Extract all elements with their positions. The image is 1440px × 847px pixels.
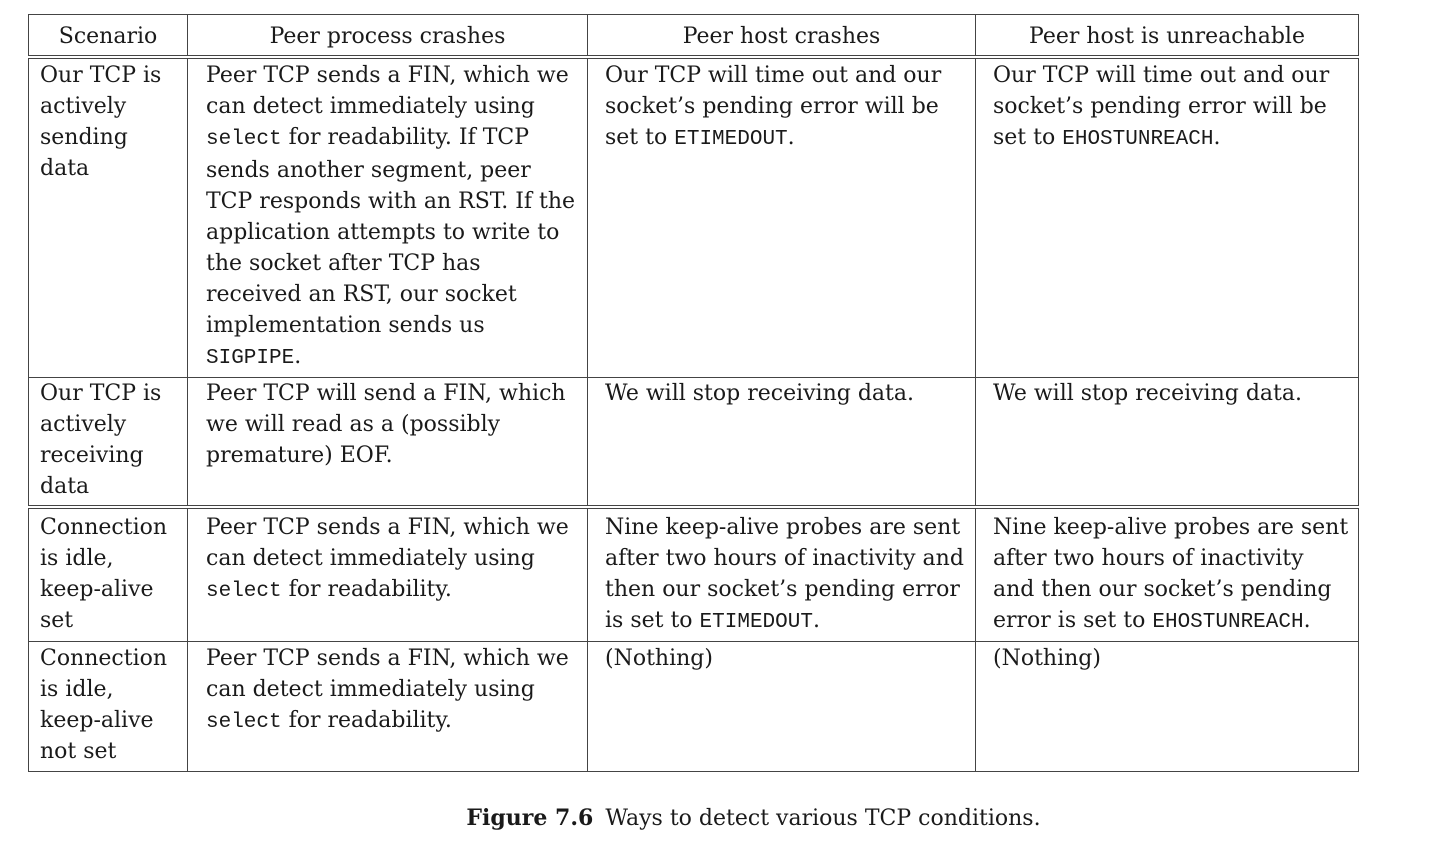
code-identifier: ETIMEDOUT <box>674 128 788 151</box>
code-identifier: SIGPIPE <box>206 347 295 370</box>
table-row: Our TCP is actively sending data Peer TC… <box>28 57 1359 378</box>
header-row: Scenario Peer process crashes Peer host … <box>28 14 1359 59</box>
peer-host-unreachable-cell: (Nothing) <box>975 641 1359 772</box>
peer-host-unreachable-cell: Our TCP will time out and our socket’s p… <box>975 57 1359 378</box>
code-identifier: select <box>206 128 282 151</box>
peer-process-crashes-cell: Peer TCP sends a FIN, which we can detec… <box>187 57 588 378</box>
scenario-cell: Connection is idle, keep-alive set <box>28 507 188 642</box>
table-row: Our TCP is actively receiving data Peer … <box>28 377 1359 509</box>
column-header-peer-host-unreachable: Peer host is unreachable <box>975 14 1359 59</box>
table-row: Connection is idle, keep-alive not set P… <box>28 641 1359 772</box>
tcp-conditions-table: Scenario Peer process crashes Peer host … <box>28 14 1359 772</box>
scenario-cell: Our TCP is actively receiving data <box>28 377 188 509</box>
peer-host-unreachable-cell: We will stop receiving data. <box>975 377 1359 509</box>
figure-label: Figure 7.6 <box>466 805 594 831</box>
column-header-scenario: Scenario <box>28 14 188 59</box>
peer-host-crashes-cell: Our TCP will time out and our socket’s p… <box>587 57 976 378</box>
peer-process-crashes-cell: Peer TCP sends a FIN, which we can detec… <box>187 507 588 642</box>
scenario-cell: Connection is idle, keep-alive not set <box>28 641 188 772</box>
code-identifier: select <box>206 580 282 603</box>
code-identifier: EHOSTUNREACH <box>1152 611 1304 634</box>
peer-process-crashes-cell: Peer TCP sends a FIN, which we can detec… <box>187 641 588 772</box>
column-header-peer-process-crashes: Peer process crashes <box>187 14 588 59</box>
code-identifier: select <box>206 711 282 734</box>
peer-host-crashes-cell: We will stop receiving data. <box>587 377 976 509</box>
figure-caption-text: Ways to detect various TCP conditions. <box>605 806 1041 831</box>
peer-host-unreachable-cell: Nine keep-alive probes are sent after tw… <box>975 507 1359 642</box>
table-row: Connection is idle, keep-alive set Peer … <box>28 507 1359 642</box>
figure-caption: Figure 7.6 Ways to detect various TCP con… <box>0 803 1440 834</box>
peer-process-crashes-cell: Peer TCP will send a FIN, which we will … <box>187 377 588 509</box>
scenario-cell: Our TCP is actively sending data <box>28 57 188 378</box>
peer-host-crashes-cell: Nine keep-alive probes are sent after tw… <box>587 507 976 642</box>
peer-host-crashes-cell: (Nothing) <box>587 641 976 772</box>
code-identifier: ETIMEDOUT <box>699 611 813 634</box>
column-header-peer-host-crashes: Peer host crashes <box>587 14 976 59</box>
code-identifier: EHOSTUNREACH <box>1062 128 1214 151</box>
